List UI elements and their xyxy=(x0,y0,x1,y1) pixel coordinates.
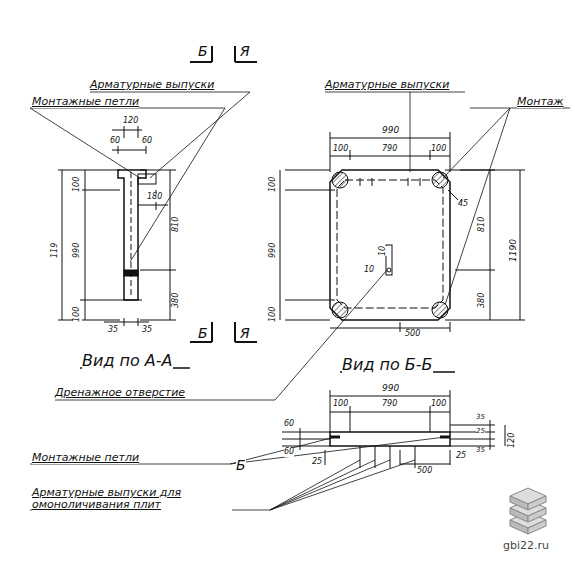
dimension: 990 xyxy=(382,384,399,394)
dimension: 10 xyxy=(364,266,374,275)
dimension: 35 xyxy=(108,326,118,335)
dimension: 45 xyxy=(458,200,468,209)
dimension: 100 xyxy=(333,400,348,409)
dimension: 60 xyxy=(284,420,294,429)
callout: Арматурные выпуски для омоноличивания пл… xyxy=(32,487,232,511)
dimension: 100 xyxy=(269,177,278,192)
dimension: 180 xyxy=(147,193,162,202)
dimension: 35 xyxy=(476,414,485,422)
dimension: 100 xyxy=(269,307,278,322)
watermark: gbi22.ru xyxy=(503,540,549,552)
callout: Дренажное отверстие xyxy=(55,387,185,399)
dimension: 100 xyxy=(431,145,446,154)
dimension: 380 xyxy=(172,293,181,308)
dimension: 810 xyxy=(172,217,181,232)
callout: Арматурные выпуски xyxy=(325,79,449,91)
callout: Монтажные петли xyxy=(32,452,139,464)
dimension: 25 xyxy=(476,428,485,436)
section-mark: Я xyxy=(240,44,250,59)
dimension: 35 xyxy=(142,326,152,335)
section-mark: Б xyxy=(198,44,208,59)
dimension: 60 xyxy=(110,137,120,146)
dimension: 990 xyxy=(269,243,278,258)
dimension: 990 xyxy=(382,126,399,136)
view-title: Вид по А-А xyxy=(82,352,173,370)
callout: Арматурные выпуски xyxy=(90,79,214,91)
dimension: 380 xyxy=(478,293,487,308)
section-mark: Б xyxy=(236,458,246,473)
dimension: 120 xyxy=(508,433,517,448)
section-mark: Я xyxy=(240,326,250,341)
dimension: 790 xyxy=(382,145,397,154)
dimension: 60 xyxy=(284,448,294,457)
dimension: 500 xyxy=(405,330,420,339)
dimension: 100 xyxy=(333,145,348,154)
view-title: Вид по Б-Б xyxy=(342,356,433,374)
callout: Монтаж xyxy=(517,96,563,108)
dimension: 35 xyxy=(476,447,485,455)
dimension: 1190 xyxy=(509,239,519,262)
section-mark: Б xyxy=(198,326,208,341)
dimension: 100 xyxy=(73,307,82,322)
dimension: 100 xyxy=(73,177,82,192)
dimension: 119 xyxy=(51,243,60,258)
dimension: 120 xyxy=(123,117,138,126)
dimension: 25 xyxy=(312,458,322,467)
dimension: 500 xyxy=(417,467,432,476)
dimension: 10 xyxy=(379,246,388,256)
dimension: 790 xyxy=(382,400,397,409)
callout: Монтажные петли xyxy=(32,96,139,108)
dimension: 810 xyxy=(478,217,487,232)
dimension: 990 xyxy=(73,243,82,258)
dimension: 100 xyxy=(431,400,446,409)
dimension: 25 xyxy=(456,452,466,461)
dimension: 60 xyxy=(142,137,152,146)
